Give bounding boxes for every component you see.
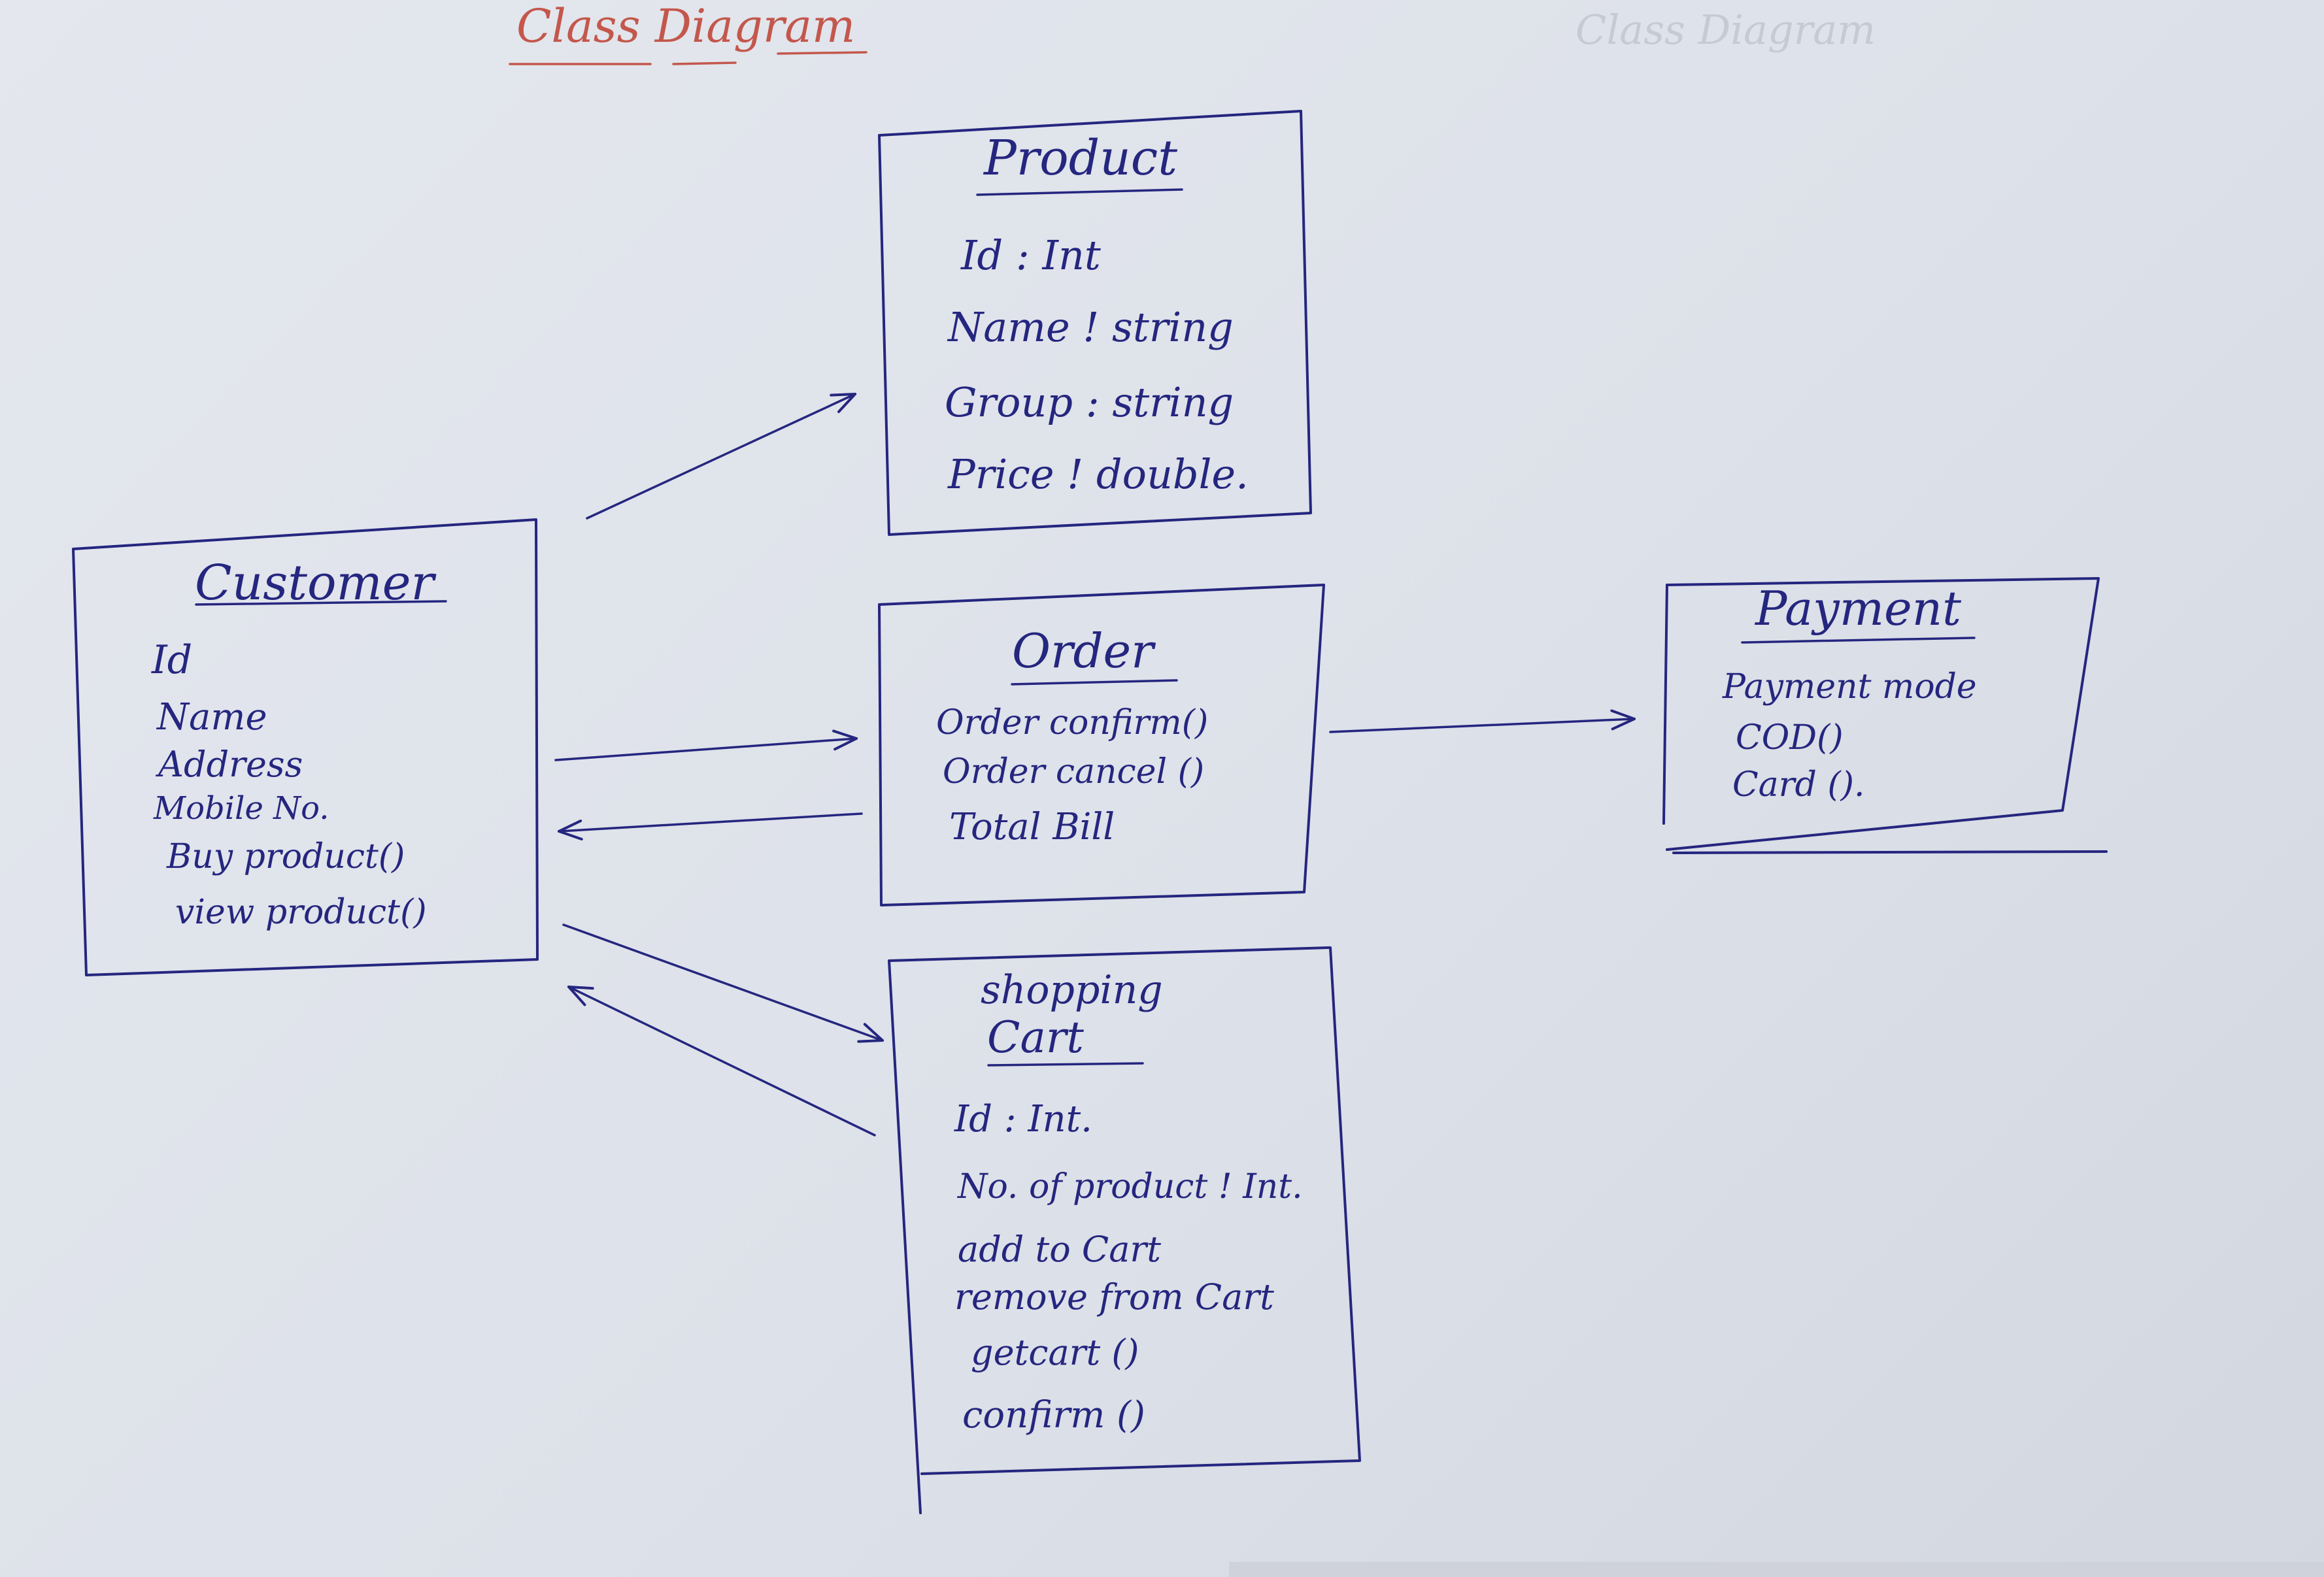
order-to-payment-arrow: [1329, 719, 1634, 733]
cart-member-no-of-product: No. of product ! Int.: [958, 1167, 1303, 1206]
cart-to-customer-arrow: [569, 987, 876, 1137]
ghost-title: Class Diagram: [1575, 6, 1876, 54]
payment-member-mode: Payment mode: [1723, 667, 1977, 706]
cart-class-name-line1: shopping: [981, 967, 1163, 1013]
order-method-cancel: Order cancel (): [943, 752, 1205, 791]
table-edge-shadow: [1229, 1562, 2324, 1577]
customer-member-name: Name: [157, 696, 267, 739]
customer-member-address: Address: [158, 744, 303, 785]
customer-to-cart-arrow: [562, 923, 883, 1040]
cart-member-id: Id : Int.: [954, 1098, 1092, 1140]
customer-method-view-product: view product(): [175, 893, 427, 932]
product-member-id: Id : Int: [961, 231, 1101, 279]
payment-method-cod: COD(): [1736, 718, 1844, 757]
customer-class-name: Customer: [195, 555, 434, 611]
cart-method-remove-from-cart: remove from Cart: [954, 1276, 1274, 1318]
payment-class-box: [1662, 577, 2108, 854]
cart-class-name-line2: Cart: [987, 1012, 1084, 1063]
customer-member-id: Id: [152, 637, 193, 683]
product-member-group: Group : string: [945, 378, 1234, 426]
product-member-price: Price ! double.: [948, 450, 1249, 498]
order-to-customer-arrow: [559, 812, 863, 831]
payment-class-name: Payment: [1755, 581, 1961, 636]
product-member-name: Name ! string: [948, 303, 1234, 351]
customer-to-order-arrow: [554, 739, 856, 761]
order-member-total-bill: Total Bill: [949, 806, 1115, 848]
title-underline: [509, 51, 867, 65]
customer-to-product-arrow: [586, 394, 855, 520]
order-method-confirm: Order confirm(): [936, 703, 1209, 742]
customer-class-box: [72, 518, 539, 976]
order-class-box: [878, 584, 1325, 906]
cart-method-getcart: getcart (): [971, 1332, 1139, 1373]
product-class-name: Product: [984, 130, 1177, 186]
order-class-name: Order: [1012, 623, 1154, 678]
customer-member-mobile: Mobile No.: [154, 790, 329, 827]
shopping-cart-class-box: [888, 946, 1361, 1514]
page-title: Class Diagram: [516, 0, 856, 53]
product-class-box: [878, 110, 1312, 536]
customer-method-buy-product: Buy product(): [167, 837, 405, 876]
payment-method-card: Card ().: [1732, 765, 1865, 805]
cart-method-add-to-cart: add to Cart: [958, 1229, 1161, 1270]
cart-method-confirm: confirm (): [962, 1394, 1145, 1436]
